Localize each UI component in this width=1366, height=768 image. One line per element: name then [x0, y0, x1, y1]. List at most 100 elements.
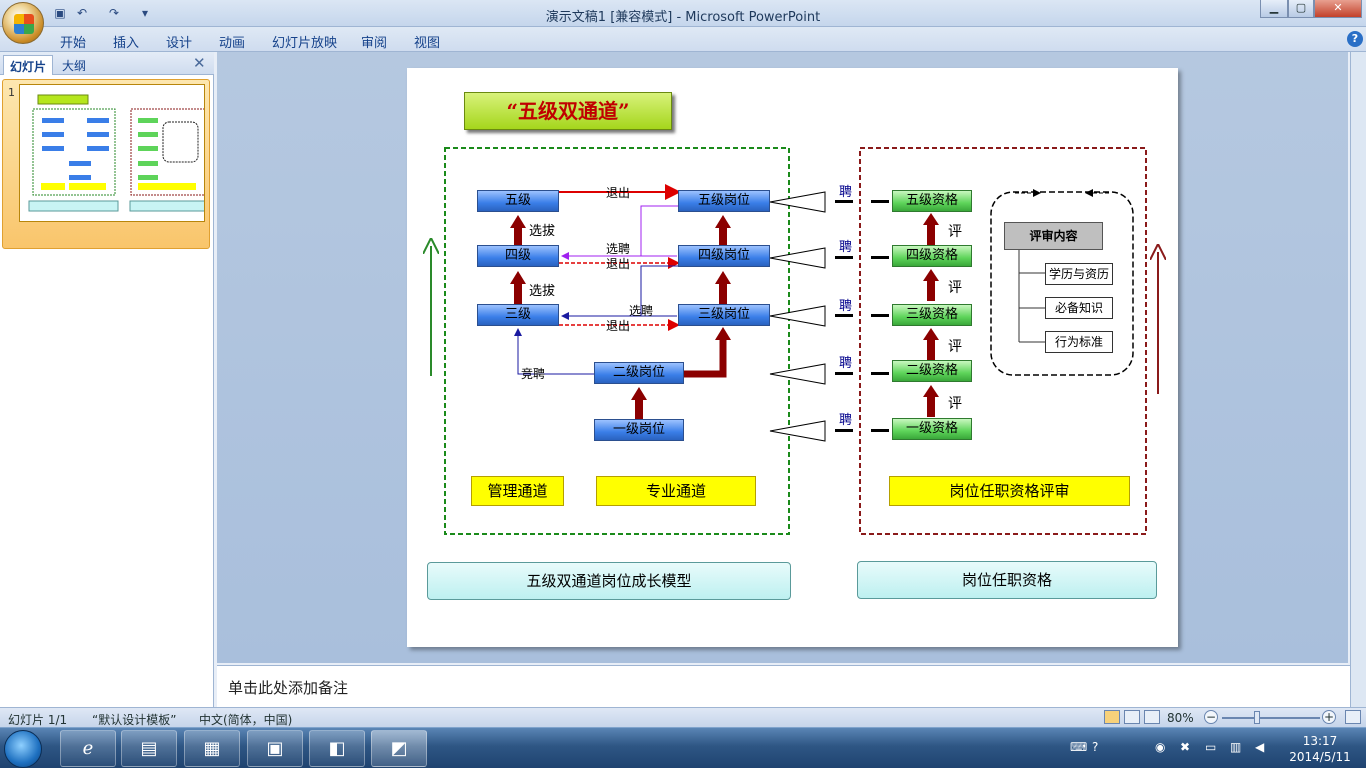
tab-slideshow[interactable]: 幻灯片放映: [272, 36, 338, 51]
close-pane-icon[interactable]: ✕: [193, 54, 206, 72]
label-hire: 聘: [839, 413, 853, 428]
tab-view[interactable]: 视图: [414, 36, 441, 51]
maximize-button[interactable]: ▢: [1288, 0, 1314, 18]
slides-pane: 幻灯片 大纲 ✕ 1: [0, 52, 214, 707]
status-slide-count: 幻灯片 1/1: [8, 713, 68, 727]
slide[interactable]: “五级双通道” 五级 四级 三级 五级岗位 四级岗位 三级岗位 二级岗位 一级岗…: [407, 68, 1178, 647]
notes-placeholder[interactable]: 单击此处添加备注: [228, 679, 349, 697]
zoom-in-icon[interactable]: +: [1322, 710, 1336, 724]
slideshow-view-icon[interactable]: [1144, 710, 1160, 724]
review-item-behavior[interactable]: 行为标准: [1045, 331, 1113, 353]
device-icon[interactable]: ▭: [1205, 740, 1217, 754]
qq-icon[interactable]: ◉: [1155, 740, 1166, 754]
label-promote: 选拔: [529, 224, 556, 239]
model-title-scroll[interactable]: 五级双通道岗位成长模型: [427, 562, 791, 600]
label-hire: 聘: [839, 240, 853, 255]
prof-post-4[interactable]: 四级岗位: [678, 245, 770, 267]
zoom-level[interactable]: 80%: [1167, 711, 1194, 725]
undo-icon[interactable]: ↶: [76, 6, 88, 20]
clock-date: 2014/5/11: [1289, 750, 1351, 764]
label-exit: 退出: [606, 319, 631, 333]
mgmt-level-4[interactable]: 四级: [477, 245, 559, 267]
label-exit: 退出: [606, 186, 631, 200]
mgmt-level-3[interactable]: 三级: [477, 304, 559, 326]
slide-thumbnail-preview: [28, 94, 204, 212]
volume-icon[interactable]: ◀: [1255, 740, 1265, 754]
ribbon-tabs: 开始 插入 设计 动画 幻灯片放映 审阅 视图 ?: [0, 27, 1366, 52]
prof-post-2[interactable]: 二级岗位: [594, 362, 684, 384]
mgmt-channel-label[interactable]: 管理通道: [471, 476, 564, 506]
label-evaluate: 评: [948, 339, 962, 355]
qualification-5[interactable]: 五级资格: [892, 190, 972, 212]
review-content-title[interactable]: 评审内容: [1004, 222, 1103, 250]
status-template: “默认设计模板”: [92, 713, 177, 727]
tab-outline[interactable]: 大纲: [62, 59, 87, 73]
clock[interactable]: 13:17 2014/5/11: [1285, 733, 1355, 765]
network-icon[interactable]: ▥: [1230, 740, 1242, 754]
slide-number: 1: [8, 86, 15, 99]
tab-animation[interactable]: 动画: [219, 36, 246, 51]
slide-thumbnail[interactable]: [19, 84, 205, 222]
label-evaluate: 评: [948, 224, 962, 240]
image-viewer-icon[interactable]: ◧: [309, 730, 365, 767]
prof-post-3[interactable]: 三级岗位: [678, 304, 770, 326]
slide-sorter-icon[interactable]: [1124, 710, 1140, 724]
prof-post-1[interactable]: 一级岗位: [594, 419, 684, 441]
label-hire: 聘: [839, 185, 853, 200]
qualification-2[interactable]: 二级资格: [892, 360, 972, 382]
label-evaluate: 评: [948, 280, 962, 296]
label-exit: 退出: [606, 257, 631, 271]
network-app-icon[interactable]: ▣: [247, 730, 303, 767]
title-bar: 演示文稿1 [兼容模式] - Microsoft PowerPoint ▣ ↶ …: [0, 0, 1366, 27]
prof-channel-label[interactable]: 专业通道: [596, 476, 756, 506]
qualification-1[interactable]: 一级资格: [892, 418, 972, 440]
tab-insert[interactable]: 插入: [113, 36, 140, 51]
qualification-3[interactable]: 三级资格: [892, 304, 972, 326]
keyboard-icon[interactable]: ⌨: [1070, 740, 1088, 754]
zoom-out-icon[interactable]: −: [1204, 710, 1218, 724]
vertical-scrollbar[interactable]: [1350, 52, 1366, 707]
office-logo-icon: [14, 14, 34, 34]
media-player-icon[interactable]: ▦: [184, 730, 240, 767]
qualification-title-scroll[interactable]: 岗位任职资格: [857, 561, 1157, 599]
zoom-slider[interactable]: [1222, 717, 1320, 719]
explorer-icon[interactable]: ▤: [121, 730, 177, 767]
notes-pane[interactable]: 单击此处添加备注: [217, 665, 1350, 707]
tab-review[interactable]: 审阅: [361, 36, 388, 51]
label-evaluate: 评: [948, 396, 962, 412]
tab-design[interactable]: 设计: [166, 36, 193, 51]
minimize-button[interactable]: ▁: [1260, 0, 1288, 18]
help-tray-icon[interactable]: ?: [1092, 740, 1099, 754]
label-compete: 竞聘: [521, 367, 546, 381]
label-promote: 选拔: [529, 284, 556, 299]
help-icon[interactable]: ?: [1347, 31, 1363, 47]
qualification-4[interactable]: 四级资格: [892, 245, 972, 267]
start-button[interactable]: [4, 730, 42, 768]
label-select-hire: 选聘: [629, 304, 654, 318]
prof-post-5[interactable]: 五级岗位: [678, 190, 770, 212]
label-hire: 聘: [839, 356, 853, 371]
zoom-slider-thumb[interactable]: [1254, 711, 1260, 724]
mgmt-level-5[interactable]: 五级: [477, 190, 559, 212]
status-language[interactable]: 中文(简体，中国): [199, 713, 293, 727]
taskbar: ℯ ▤ ▦ ▣ ◧ ◩ ⌨ ? ◉ ✖ ▭ ▥ ◀ 13:17 2014/5/1…: [0, 727, 1366, 768]
close-button[interactable]: ✕: [1314, 0, 1362, 18]
customize-quickaccess-icon[interactable]: ▾: [141, 6, 149, 20]
tab-home[interactable]: 开始: [60, 36, 87, 51]
tab-slides[interactable]: 幻灯片: [3, 55, 54, 75]
pane-tabs: 幻灯片 大纲 ✕: [0, 52, 214, 75]
review-item-knowledge[interactable]: 必备知识: [1045, 297, 1113, 319]
slide-title[interactable]: “五级双通道”: [464, 92, 672, 130]
label-hire: 聘: [839, 299, 853, 314]
review-item-education[interactable]: 学历与资历: [1045, 263, 1113, 285]
qualification-review-label[interactable]: 岗位任职资格评审: [889, 476, 1130, 506]
redo-icon[interactable]: ↷: [108, 6, 120, 20]
security-icon[interactable]: ✖: [1180, 740, 1191, 754]
powerpoint-taskbar-icon[interactable]: ◩: [371, 730, 427, 767]
office-button[interactable]: [2, 2, 44, 44]
ie-icon[interactable]: ℯ: [60, 730, 116, 767]
normal-view-icon[interactable]: [1104, 710, 1120, 724]
window-title: 演示文稿1 [兼容模式] - Microsoft PowerPoint: [545, 10, 821, 25]
fit-to-window-icon[interactable]: [1345, 710, 1361, 724]
save-icon[interactable]: ▣: [54, 6, 66, 20]
